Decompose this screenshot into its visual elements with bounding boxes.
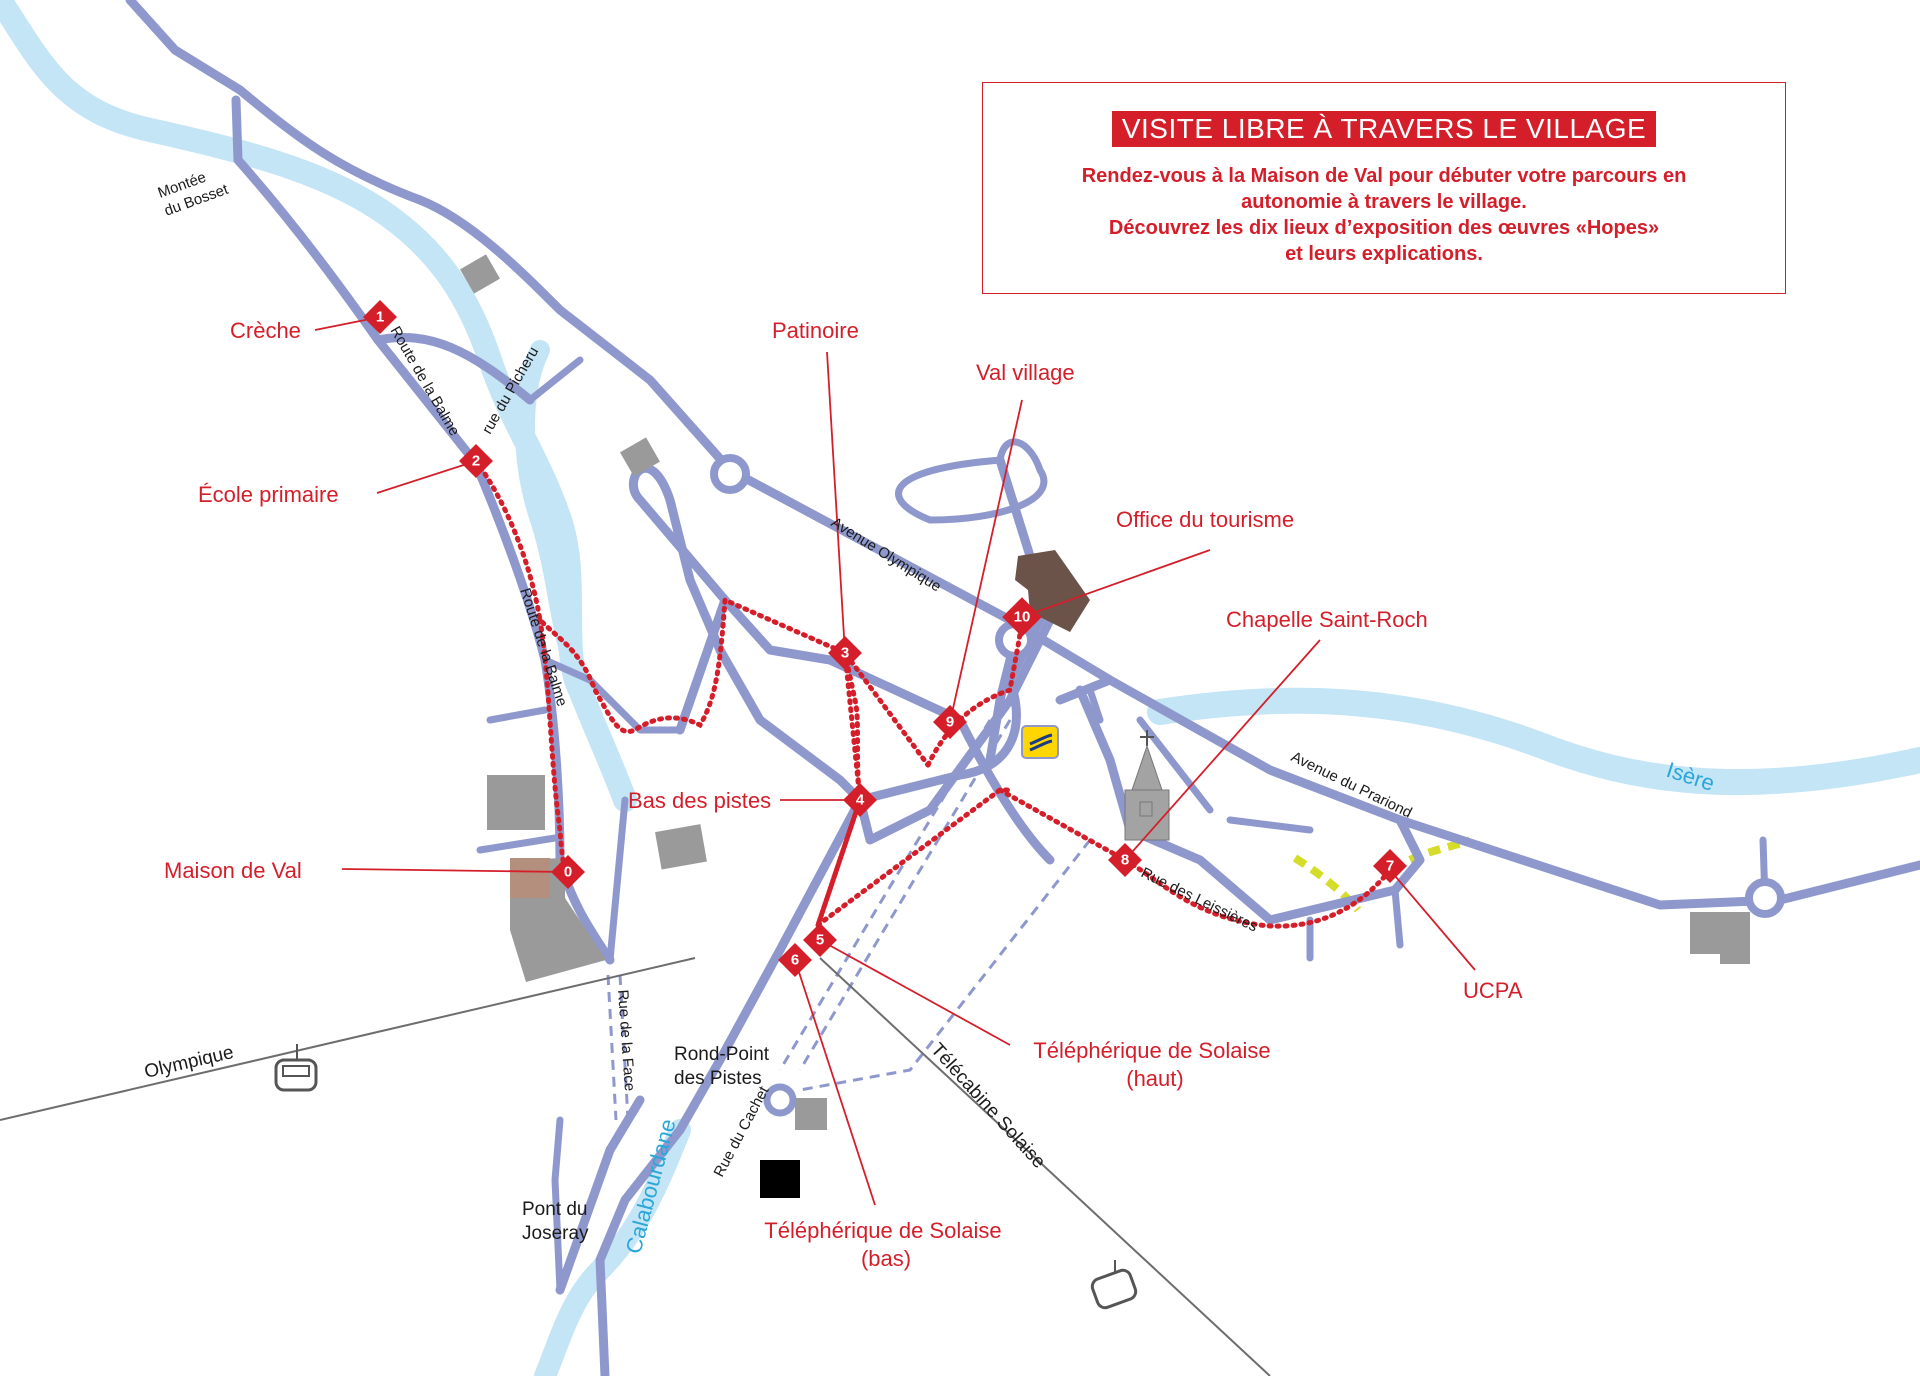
building — [620, 437, 660, 477]
marker-4-label: 4 — [856, 792, 865, 809]
roads — [125, 0, 1920, 1376]
info-text: Rendez-vous à la Maison de Val pour débu… — [983, 163, 1785, 267]
marker-2-label: 2 — [472, 453, 480, 470]
poi-labels: Crèche École primaire Maison de Val Pati… — [164, 318, 1523, 1271]
cable-lines — [0, 957, 1271, 1376]
marker-10-label: 10 — [1014, 609, 1031, 626]
street-labels: Montée du Bosset Route de la Balme Route… — [156, 163, 1415, 1180]
marker-7-label: 7 — [1386, 858, 1394, 875]
info-line: Découvrez les dix lieux d’exposition des… — [1108, 217, 1660, 239]
info-box: VISITE LIBRE À TRAVERS LE VILLAGE Rendez… — [982, 82, 1786, 294]
poi-label-ecole-primaire[interactable]: École primaire — [198, 482, 339, 507]
post-office-icon — [1021, 725, 1059, 759]
poi-label-maison-de-val[interactable]: Maison de Val — [164, 858, 302, 883]
marker-8-label: 8 — [1121, 852, 1129, 869]
marker-6-label: 6 — [791, 952, 799, 969]
dashed-paths — [606, 719, 1092, 1121]
marker-7[interactable]: 7 — [1373, 849, 1407, 883]
marker-5[interactable]: 5 — [803, 923, 837, 957]
building — [760, 1160, 800, 1198]
poi-label-ucpa[interactable]: UCPA — [1463, 978, 1523, 1003]
poi-label-telepherique-bas[interactable]: Téléphérique de Solaise (bas) — [764, 1218, 1007, 1271]
marker-8[interactable]: 8 — [1108, 843, 1142, 877]
poi-label-patinoire[interactable]: Patinoire — [772, 318, 859, 343]
info-line: et leurs explications. — [1285, 243, 1483, 265]
chapel-icon — [1124, 730, 1170, 841]
building — [655, 824, 707, 870]
maison-de-val-building — [510, 858, 550, 898]
building — [1720, 912, 1750, 964]
poi-label-office-du-tourisme[interactable]: Office du tourisme — [1116, 507, 1294, 532]
poi-label-telepherique-haut[interactable]: Téléphérique de Solaise (haut) — [1033, 1038, 1276, 1091]
marker-3-label: 3 — [841, 645, 849, 662]
poi-label-creche[interactable]: Crèche — [230, 318, 301, 343]
info-line: autonomie à travers le village. — [1241, 191, 1527, 213]
marker-0-label: 0 — [564, 864, 572, 881]
marker-5-label: 5 — [816, 932, 824, 949]
gondola-icon — [274, 1044, 318, 1092]
walking-route — [473, 458, 1393, 929]
marker-9-label: 9 — [946, 714, 954, 731]
street-label-avenue-olympique: Avenue Olympique — [828, 514, 944, 595]
info-title: VISITE LIBRE À TRAVERS LE VILLAGE — [1111, 111, 1657, 147]
marker-1-label: 1 — [376, 309, 384, 326]
place-label-pont-du-joseray: Pont du Joseray — [522, 1199, 593, 1244]
place-label-rond-point-des-pistes: Rond-Point des Pistes — [674, 1044, 774, 1089]
street-label-montee-du-bosset: Montée du Bosset — [156, 163, 232, 220]
poi-label-val-village[interactable]: Val village — [976, 360, 1075, 385]
building — [795, 1098, 827, 1130]
info-line: Rendez-vous à la Maison de Val pour débu… — [1081, 165, 1687, 187]
waterway-label-calabourdane: Calabourdane — [621, 1116, 681, 1256]
gondola-icon — [1090, 1260, 1138, 1310]
building — [1690, 912, 1720, 954]
building — [460, 254, 500, 294]
street-label-rue-de-la-face: Rue de la Face — [614, 989, 638, 1092]
leader-lines — [314, 316, 1476, 1206]
poi-label-bas-des-pistes[interactable]: Bas des pistes — [628, 788, 771, 813]
buildings — [460, 254, 1750, 1198]
poi-label-chapelle-saint-roch[interactable]: Chapelle Saint-Roch — [1226, 607, 1428, 632]
place-label-telecabine-solaise: Télécabine Solaise — [926, 1039, 1049, 1172]
building — [487, 775, 545, 830]
